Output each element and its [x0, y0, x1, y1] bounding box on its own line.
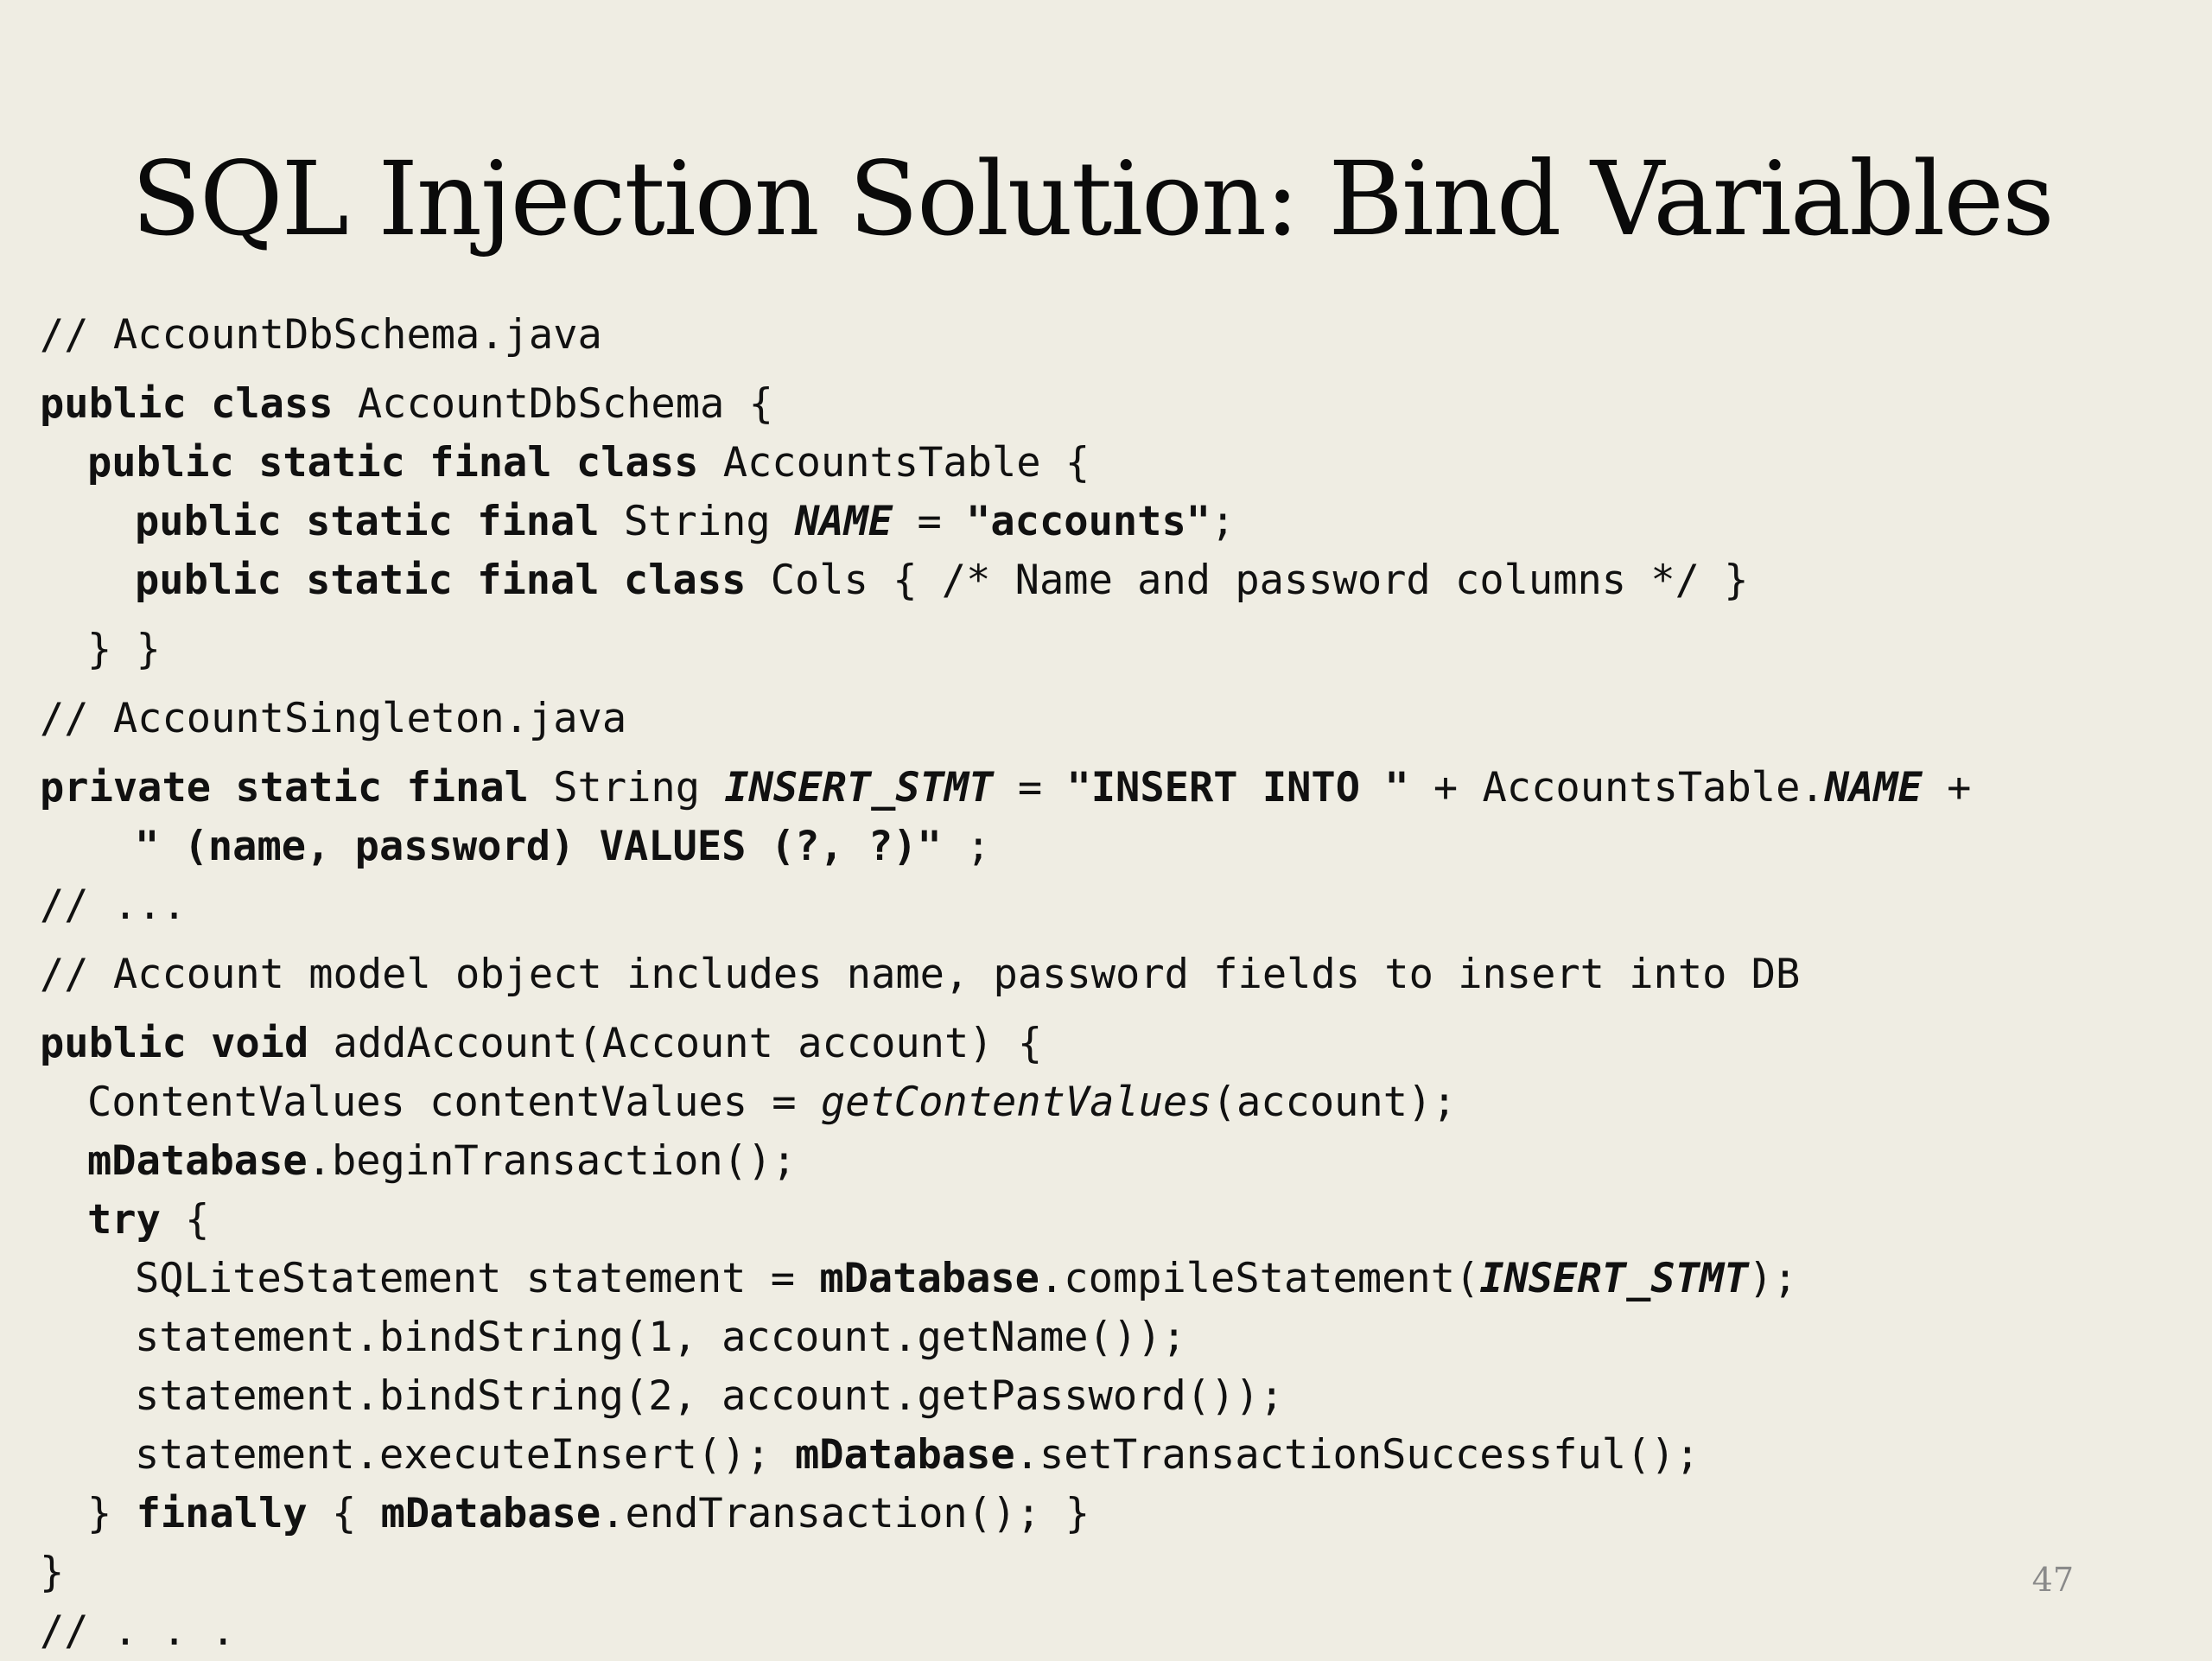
code-text: ContentValues contentValues = — [87, 1079, 821, 1126]
code-constant: INSERT_STMT — [1479, 1255, 1749, 1302]
code-constant: INSERT_STMT — [724, 764, 994, 811]
code-text: { — [307, 1490, 381, 1537]
code-text: ); — [1748, 1255, 1798, 1302]
code-comment: // AccountDbSchema.java — [40, 311, 602, 359]
code-line-bind-password: statement.bindString(2, account.getPassw… — [40, 1367, 1971, 1426]
code-string: " (name, password) VALUES (?, ?)" — [135, 823, 942, 870]
code-keyword: public static final class — [87, 439, 699, 487]
code-line-closing-braces: } } — [40, 620, 1971, 679]
code-keyword: public static final — [135, 498, 600, 545]
code-keyword: private static final — [40, 764, 529, 811]
code-text: .setTransactionSuccessful(); — [1014, 1431, 1700, 1479]
page-number: 47 — [2031, 1561, 2074, 1599]
code-method: getContentValues — [820, 1079, 1212, 1126]
code-text: .beginTransaction(); — [307, 1137, 797, 1185]
code-text: .endTransaction(); } — [601, 1490, 1090, 1537]
code-string: "accounts" — [966, 498, 1211, 545]
code-line-inner-class: public static final class AccountsTable … — [40, 434, 1971, 493]
code-text: statement.bindString(2, account.getPassw… — [135, 1372, 1284, 1420]
code-line-method-close: } — [40, 1543, 1971, 1602]
code-keyword: public class — [40, 380, 334, 428]
code-line-content-values: ContentValues contentValues = getContent… — [40, 1073, 1971, 1132]
code-text: ; — [941, 823, 991, 870]
code-comment: // ... — [40, 881, 187, 929]
code-text: + AccountsTable. — [1408, 764, 1825, 811]
code-line-class-declaration: public class AccountDbSchema { — [40, 375, 1971, 434]
code-text: .compileStatement( — [1039, 1255, 1480, 1302]
code-keyword: finally — [136, 1490, 308, 1537]
code-line-execute-insert: statement.executeInsert(); mDatabase.set… — [40, 1426, 1971, 1485]
code-line-trailing-comment: // . . . — [40, 1602, 1971, 1661]
code-line-finally: } finally { mDatabase.endTransaction(); … — [40, 1485, 1971, 1543]
code-text: statement.bindString(1, account.getName(… — [135, 1314, 1186, 1361]
code-field: mDatabase — [819, 1255, 1039, 1302]
code-text: addAccount(Account account) { — [308, 1020, 1043, 1067]
code-text: String — [528, 764, 725, 811]
code-text: AccountsTable { — [698, 439, 1090, 487]
code-text: (account); — [1211, 1079, 1457, 1126]
code-keyword: try — [87, 1196, 161, 1244]
code-comment: // . . . — [40, 1607, 236, 1655]
slide-title: SQL Injection Solution: Bind Variables — [131, 139, 2055, 258]
code-line-schema-file-comment: // AccountDbSchema.java — [40, 306, 1971, 365]
code-line-name-constant: public static final String NAME = "accou… — [40, 493, 1971, 551]
code-line-cols-class: public static final class Cols { /* Name… — [40, 551, 1971, 610]
code-text: = — [993, 764, 1067, 811]
code-text: ; — [1211, 498, 1236, 545]
code-constant: NAME — [1824, 764, 1923, 811]
code-text: } — [87, 1490, 137, 1537]
code-text: { — [160, 1196, 210, 1244]
code-text: } — [40, 1549, 65, 1596]
code-line-compile-statement: SQLiteStatement statement = mDatabase.co… — [40, 1250, 1971, 1308]
code-string: "INSERT INTO " — [1066, 764, 1409, 811]
code-comment: // AccountSingleton.java — [40, 695, 627, 742]
code-text: statement.executeInsert(); — [135, 1431, 796, 1479]
code-text: Cols { /* Name and password columns */ } — [746, 557, 1749, 604]
code-line-insert-values: " (name, password) VALUES (?, ?)" ; — [40, 818, 1971, 876]
code-comment: // Account model object includes name, p… — [40, 951, 1801, 998]
code-line-begin-transaction: mDatabase.beginTransaction(); — [40, 1132, 1971, 1191]
code-text: String — [599, 498, 796, 545]
code-field: mDatabase — [380, 1490, 601, 1537]
code-text: AccountDbSchema { — [333, 380, 773, 428]
code-field: mDatabase — [87, 1137, 308, 1185]
code-line-ellipsis-comment: // ... — [40, 876, 1971, 935]
code-line-model-comment: // Account model object includes name, p… — [40, 945, 1971, 1004]
code-keyword: public static final class — [135, 557, 747, 604]
code-text: SQLiteStatement statement = — [135, 1255, 820, 1302]
code-line-bind-name: statement.bindString(1, account.getName(… — [40, 1308, 1971, 1367]
code-constant: NAME — [795, 498, 893, 545]
code-text: } } — [87, 626, 161, 673]
code-line-add-account-method: public void addAccount(Account account) … — [40, 1015, 1971, 1073]
code-line-insert-statement: private static final String INSERT_STMT … — [40, 759, 1971, 818]
code-line-singleton-file-comment: // AccountSingleton.java — [40, 690, 1971, 748]
code-text: = — [893, 498, 967, 545]
code-field: mDatabase — [795, 1431, 1015, 1479]
code-line-try: try { — [40, 1191, 1971, 1250]
code-keyword: public void — [40, 1020, 309, 1067]
code-text: + — [1922, 764, 1972, 811]
code-block: // AccountDbSchema.java public class Acc… — [40, 306, 1971, 1661]
